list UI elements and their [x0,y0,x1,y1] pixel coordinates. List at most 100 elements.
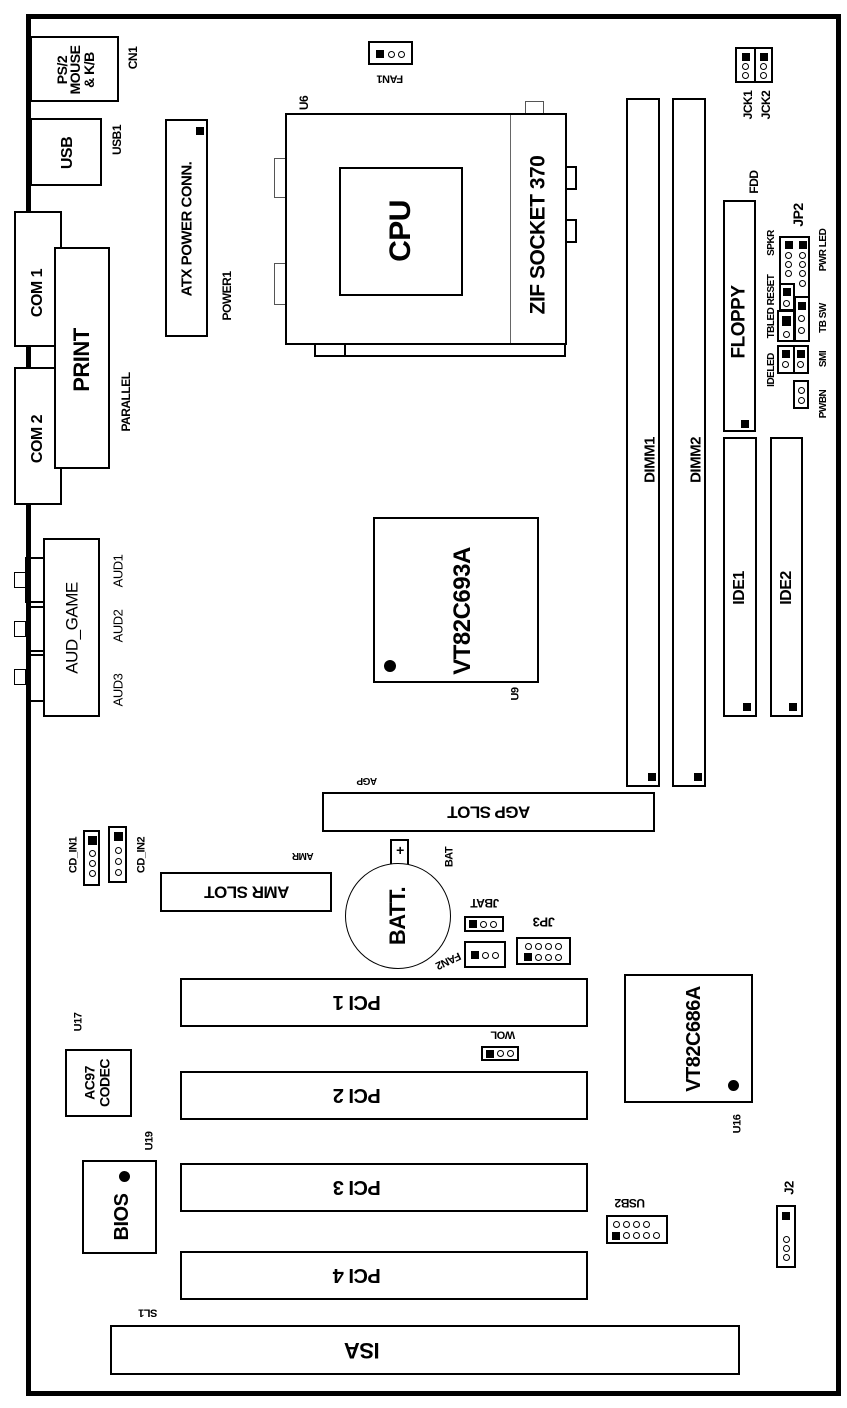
pin1-dot [728,1080,739,1091]
usb-label: USB [59,136,76,170]
northbridge-chip: VT82C693A [373,517,539,683]
amr-ref: AMR [292,850,314,861]
pin1-marker [196,127,204,135]
jck1-ref: JCK1 [741,90,755,120]
cd-in1-header [83,830,100,886]
agp-slot[interactable]: AGP SLOT [322,792,655,832]
usb1-ref: USB1 [110,124,124,156]
pin [783,1245,790,1252]
cn1-ref: CN1 [126,46,140,70]
fdd-ref: FDD [747,170,761,194]
socket-lever-divider [344,343,346,357]
jp2-ideled-smi [777,345,809,374]
aud-game-label: AUD_GAME [62,582,82,674]
pin [623,1221,630,1228]
cd-in1-ref: CD_IN1 [67,836,80,874]
pin [799,280,806,287]
usb-connector: USB [30,118,102,186]
pci2-slot[interactable]: PCI 2 [180,1071,588,1120]
pin1-marker [742,53,750,61]
usb2-ref: USB2 [614,1196,646,1210]
pci1-label: PCI 1 [333,991,381,1013]
com2-label: COM 2 [29,414,46,464]
power1-ref: POWER1 [220,271,234,321]
dimm2-slot[interactable]: DIMM2 [672,98,706,787]
board-outline [26,14,841,1396]
socket-lever [314,343,566,357]
aud3-label: AUD3 [110,673,126,707]
socket-divider [510,115,511,343]
pin1-marker [486,1050,494,1058]
pin [783,331,790,338]
cd-in2-header [108,826,127,883]
bios-chip: BIOS [82,1160,157,1254]
pin [480,921,487,928]
amr-slot[interactable]: AMR SLOT [160,872,332,912]
dimm1-slot-body[interactable]: DIMM1 [626,98,660,787]
agp-ref: AGP [356,775,378,786]
jp2-tbsw [794,296,810,342]
print-label: PRINT [69,328,94,392]
pin1-dot [384,660,396,672]
pin [89,850,96,857]
jck-headers [735,47,773,83]
pci3-label: PCI 3 [333,1176,381,1198]
pin1-marker [785,241,793,249]
pin [643,1232,650,1239]
pin [742,72,749,79]
northbridge-label: VT82C693A [449,547,476,675]
audio-jack-1-plug [14,572,26,588]
pin1-marker [694,773,702,781]
agp-slot-label: AGP SLOT [447,802,531,822]
socket-label: ZIF SOCKET 370 [526,155,550,315]
jbat-jumper [464,916,504,932]
isa-label: ISA [344,1338,380,1363]
u16-ref: U16 [731,1114,744,1134]
com1-label: COM 1 [29,268,46,318]
pin [535,943,542,950]
pin [492,952,499,959]
ide1-connector[interactable]: IDE1 [723,437,757,717]
isa-slot[interactable]: ISA [110,1325,740,1375]
codec-chip: AC97 CODEC [65,1049,132,1117]
pin [799,261,806,268]
floppy-connector[interactable]: FLOPPY [723,200,756,432]
jp2-tbled [777,310,795,342]
pin1-marker [782,350,790,358]
pci4-slot[interactable]: PCI 4 [180,1251,588,1300]
pin [555,943,562,950]
fan2-header [464,941,506,968]
fan1-ref: FAN1 [376,72,404,85]
pin [545,943,552,950]
pin [798,397,805,404]
j2-header [776,1205,796,1268]
ps2-label: PS/2 MOUSE & K/B [54,45,97,95]
pin [785,261,792,268]
jck2-ref: JCK2 [759,90,773,120]
cpu-socket: CPU ZIF SOCKET 370 [285,113,567,345]
bat-ref: BAT [443,846,456,868]
pin [785,252,792,259]
jp2-label-ideled: IDELED [766,353,777,387]
parallel-ref: PARALLEL [119,372,133,432]
battery-terminal: + [390,839,409,867]
jp2-ref: JP2 [790,203,806,227]
pci3-slot[interactable]: PCI 3 [180,1163,588,1212]
pin1-marker [648,773,656,781]
pci1-slot[interactable]: PCI 1 [180,978,588,1027]
pin1-marker [789,703,797,711]
pin [798,315,805,322]
pin1-marker [469,920,477,928]
ide2-connector[interactable]: IDE2 [770,437,803,717]
southbridge-label: VT82C686A [683,986,705,1092]
jp3-ref: JP3 [533,914,555,930]
pin1-marker [376,50,384,58]
ide2-label: IDE2 [778,571,795,605]
dimm1-label: DIMM1 [641,437,659,483]
pin [760,63,767,70]
cd-in2-ref: CD_IN2 [135,836,148,874]
pin [799,270,806,277]
wol-header [481,1046,519,1061]
ps2-connector: PS/2 MOUSE & K/B [30,36,119,102]
sl1-ref: SL1 [138,1306,158,1319]
